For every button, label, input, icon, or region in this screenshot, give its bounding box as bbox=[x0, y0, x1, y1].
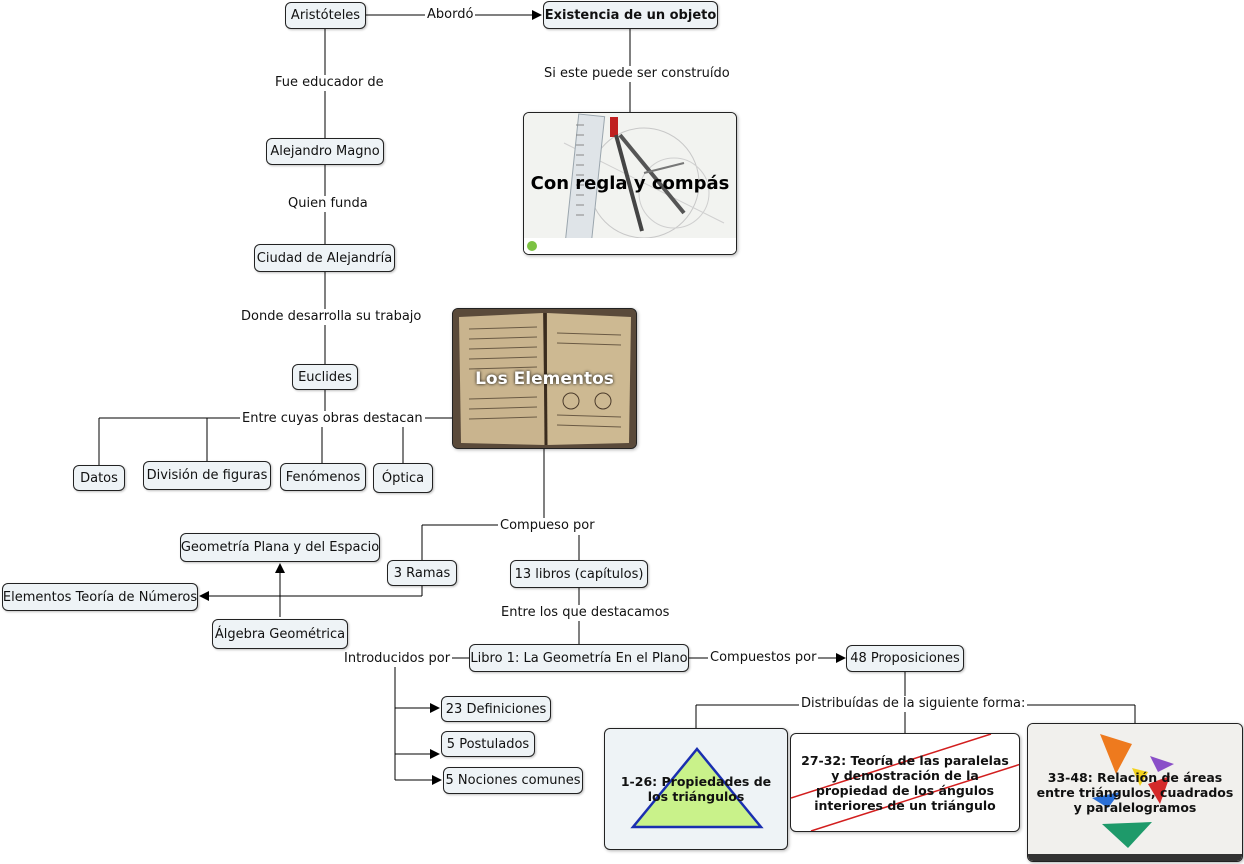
link-label-abordo: Abordó bbox=[425, 7, 476, 23]
node-geometria-plana[interactable]: Geometría Plana y del Espacio bbox=[180, 533, 380, 562]
link-label-donde-desarrolla: Donde desarrolla su trabajo bbox=[239, 309, 424, 325]
book-photo-icon bbox=[453, 309, 636, 448]
link-label-compuestos-por: Compuestos por bbox=[708, 650, 819, 666]
node-optica[interactable]: Óptica bbox=[373, 463, 433, 493]
node-teoria-numeros[interactable]: Elementos Teoría de Números bbox=[2, 583, 198, 611]
prop-27-32-text: 27-32: Teoría de las paralelas y demostr… bbox=[801, 752, 1009, 813]
node-algebra-geometrica[interactable]: Álgebra Geométrica bbox=[212, 619, 348, 649]
node-datos[interactable]: Datos bbox=[73, 465, 125, 491]
node-prop-27-32[interactable]: 27-32: Teoría de las paralelas y demostr… bbox=[790, 733, 1020, 832]
compass-photo-icon bbox=[524, 113, 736, 254]
node-prop-1-26[interactable]: 1-26: Propiedades de los triángulos bbox=[604, 728, 788, 850]
strike-lines bbox=[791, 734, 1019, 831]
los-elementos-title: Los Elementos bbox=[475, 368, 614, 389]
node-aristoteles[interactable]: Aristóteles bbox=[285, 2, 366, 29]
prop-33-48-text: 33-48: Relación de áreas entre triángulo… bbox=[1036, 770, 1234, 815]
node-los-elementos[interactable]: Los Elementos bbox=[452, 308, 637, 449]
node-regla-compas[interactable]: Con regla y compás bbox=[523, 112, 737, 255]
link-label-introducidos: Introducidos por bbox=[342, 651, 453, 667]
link-label-fue-educador: Fue educador de bbox=[273, 75, 386, 91]
link-label-compuesto-por: Compueso por bbox=[498, 518, 597, 534]
link-label-entre-cuyas: Entre cuyas obras destacan bbox=[240, 411, 425, 427]
node-postulados[interactable]: 5 Postulados bbox=[441, 731, 535, 757]
node-existencia[interactable]: Existencia de un objeto bbox=[543, 1, 718, 29]
tangram-photo-icon bbox=[1028, 724, 1242, 861]
node-tres-ramas[interactable]: 3 Ramas bbox=[387, 560, 457, 586]
link-label-entre-los-que: Entre los que destacamos bbox=[499, 605, 672, 621]
link-label-si-este: Si este puede ser construído bbox=[542, 66, 732, 82]
node-alejandro[interactable]: Alejandro Magno bbox=[266, 138, 384, 165]
node-proposiciones[interactable]: 48 Proposiciones bbox=[846, 645, 964, 672]
triangle-shape-icon bbox=[630, 747, 764, 829]
node-division[interactable]: División de figuras bbox=[143, 461, 271, 490]
node-euclides[interactable]: Euclides bbox=[292, 364, 358, 390]
node-definiciones[interactable]: 23 Definiciones bbox=[441, 696, 551, 722]
link-label-distribuidas: Distribuídas de la siguiente forma: bbox=[799, 696, 1028, 712]
node-fenomenos[interactable]: Fenómenos bbox=[280, 463, 366, 491]
prop-1-26-text: 1-26: Propiedades de los triángulos bbox=[620, 774, 772, 804]
link-label-quien-funda: Quien funda bbox=[286, 196, 370, 212]
node-trece-libros[interactable]: 13 libros (capítulos) bbox=[510, 560, 648, 588]
node-libro1[interactable]: Libro 1: La Geometría En el Plano bbox=[469, 644, 689, 672]
regla-compas-title: Con regla y compás bbox=[530, 173, 730, 194]
node-alejandria[interactable]: Ciudad de Alejandría bbox=[254, 244, 395, 272]
node-prop-33-48[interactable]: 33-48: Relación de áreas entre triángulo… bbox=[1027, 723, 1243, 862]
node-nociones[interactable]: 5 Nociones comunes bbox=[443, 767, 583, 794]
